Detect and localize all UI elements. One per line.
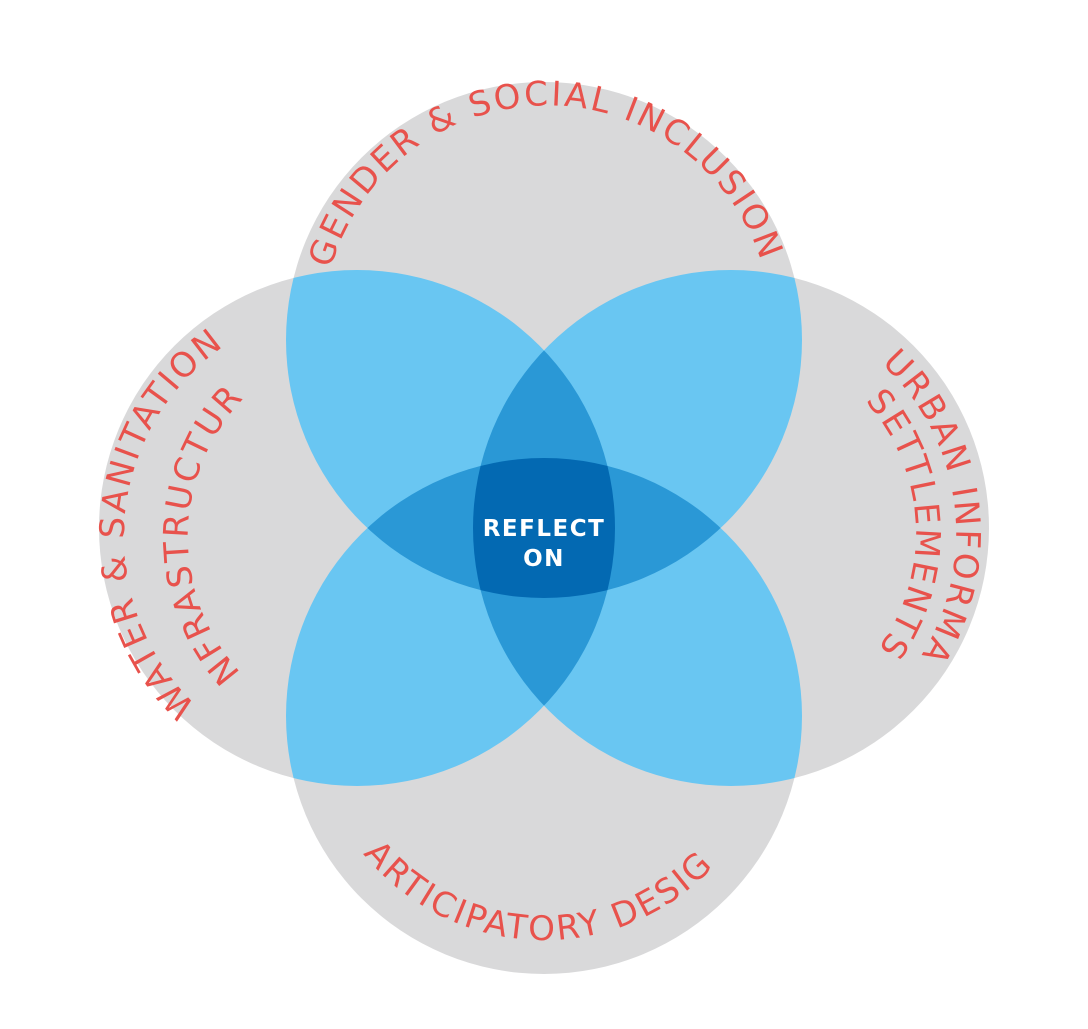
center-label-line-2: ON — [523, 546, 565, 572]
center-label-line-1: REFLECT — [483, 516, 606, 542]
